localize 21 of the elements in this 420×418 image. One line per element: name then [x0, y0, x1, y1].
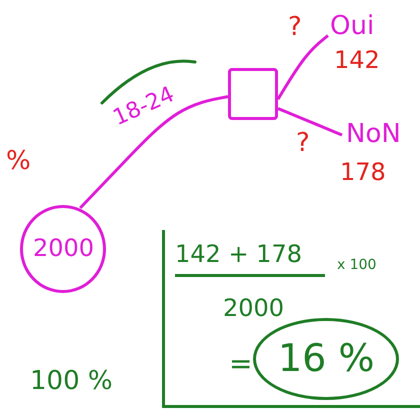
percent-sign: % [6, 148, 31, 174]
connector-line [277, 107, 343, 136]
calculation-frame [162, 230, 420, 408]
answer-label: Oui [330, 13, 374, 39]
total-label: 100 % [30, 368, 113, 394]
connector-line [276, 34, 329, 100]
answer-label: NoN [346, 121, 401, 147]
result-label: 16 % [278, 339, 375, 377]
denominator: 2000 [223, 296, 284, 320]
square-node [228, 68, 278, 120]
question-mark: ? [288, 14, 302, 40]
circle-node [20, 205, 106, 293]
count-label: 142 [334, 48, 380, 72]
count-label: 178 [340, 160, 386, 184]
multiplier: x 100 [337, 258, 376, 272]
numerator: 142 + 178 [175, 242, 302, 266]
connector-line [79, 95, 228, 210]
equals-sign: = [229, 350, 252, 378]
question-mark: ? [296, 130, 310, 156]
result-ellipse [253, 318, 399, 400]
node-label: 2000 [33, 236, 94, 260]
